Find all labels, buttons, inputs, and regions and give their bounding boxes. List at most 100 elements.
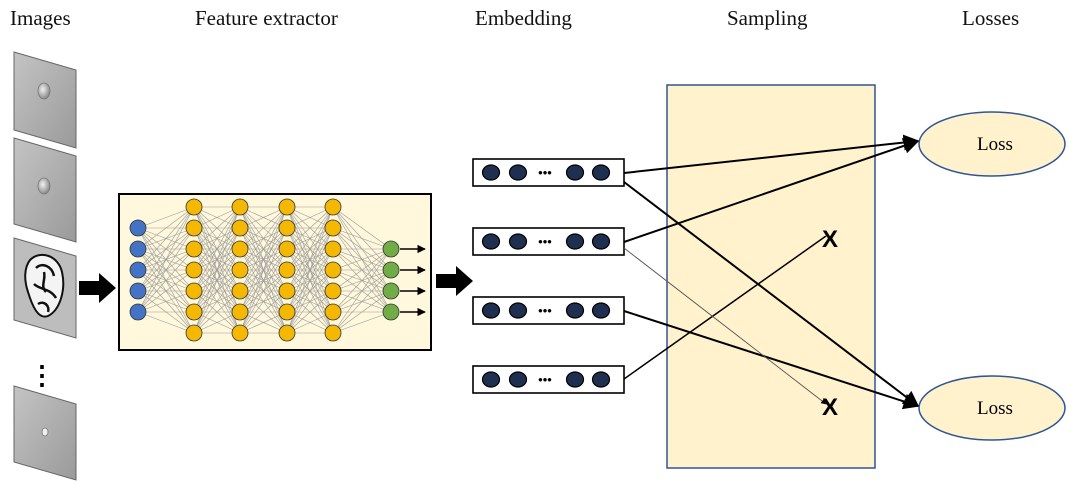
embedding-dot <box>481 371 501 388</box>
network-connection <box>137 206 195 271</box>
network-connection <box>286 206 334 229</box>
network-connection <box>286 248 334 334</box>
loss-bottom: Loss <box>918 375 1066 441</box>
network-connection <box>193 269 241 334</box>
images-ellipsis: ⋮ <box>29 361 55 390</box>
embedding3-to-bottom-loss <box>623 310 920 410</box>
network-connection <box>193 206 241 271</box>
header-losses: Losses <box>962 6 1020 30</box>
network-connection <box>239 206 288 250</box>
network-node <box>324 261 342 279</box>
network-node <box>278 240 296 258</box>
network-connection <box>137 248 195 313</box>
image-thumbnail <box>13 237 77 339</box>
image-thumbnail <box>13 137 77 243</box>
network-connection <box>239 206 288 313</box>
embedding-dot <box>508 164 528 181</box>
network-connection <box>239 311 288 334</box>
embedding-dot <box>591 371 611 388</box>
embedding2-to-rejected <box>623 247 827 405</box>
image-thumbnail <box>13 385 77 481</box>
embedding-dot <box>481 233 501 250</box>
network-connection <box>332 248 392 271</box>
embedding-dot <box>481 302 501 319</box>
network-node <box>231 219 249 237</box>
network-connection <box>137 227 195 313</box>
network-connection <box>332 248 392 334</box>
network-node <box>278 261 296 279</box>
network-connection <box>286 290 334 334</box>
embedding-vector: ••• <box>472 296 625 325</box>
sampling-connections <box>623 134 920 410</box>
loss-top-label: Loss <box>977 134 1013 155</box>
embedding-dot <box>508 233 528 250</box>
network-node <box>278 198 296 216</box>
network-node <box>324 324 342 342</box>
network-node <box>185 198 203 216</box>
network-node <box>324 240 342 258</box>
header-sampling: Sampling <box>727 6 808 30</box>
network-node <box>129 303 147 321</box>
network-connection <box>332 248 392 292</box>
loss-bottom-label: Loss <box>977 398 1013 419</box>
network-node <box>382 261 400 279</box>
network-connection <box>193 206 241 229</box>
network-connection <box>193 311 241 334</box>
network-connections <box>137 206 392 334</box>
network-node <box>185 240 203 258</box>
network-node <box>231 324 249 342</box>
network-node <box>324 303 342 321</box>
network-node <box>382 240 400 258</box>
network-connection <box>332 311 392 334</box>
network-connection <box>332 290 392 334</box>
network-node <box>278 282 296 300</box>
network-connection <box>193 248 241 334</box>
image-stack: ⋮ <box>13 51 77 481</box>
header-embedding: Embedding <box>475 6 572 30</box>
network-connection <box>137 311 195 334</box>
network-node <box>185 261 203 279</box>
embedding-vector: ••• <box>472 158 625 187</box>
network-node <box>185 282 203 300</box>
embedding-vector: ••• <box>472 365 625 394</box>
network-node <box>231 261 249 279</box>
embedding-dot <box>565 233 585 250</box>
network-connection <box>239 206 288 292</box>
network-connection <box>239 206 288 271</box>
network-connection <box>239 248 288 334</box>
network-node <box>278 324 296 342</box>
network-node <box>231 198 249 216</box>
network-connection <box>193 206 241 250</box>
network-node <box>324 198 342 216</box>
feature-extractor-box <box>118 193 432 351</box>
network-nodes <box>129 198 400 342</box>
network-connection <box>193 290 241 334</box>
network-connection <box>332 248 392 313</box>
network-connection <box>286 206 334 292</box>
network-node <box>278 219 296 237</box>
network-node <box>231 282 249 300</box>
network-connection <box>137 206 195 292</box>
network-output-arrows <box>400 244 426 317</box>
network-connection <box>332 227 392 250</box>
network-connection <box>239 290 288 334</box>
embedding-dot <box>565 371 585 388</box>
embedding-ellipsis: ••• <box>538 234 552 249</box>
network-node <box>129 219 147 237</box>
network-connection <box>239 269 288 334</box>
embedding-dot <box>591 164 611 181</box>
embedding-dot <box>565 302 585 319</box>
network-connection <box>286 206 334 250</box>
network-node <box>185 324 203 342</box>
embedding-ellipsis: ••• <box>538 165 552 180</box>
network-connection <box>193 206 241 292</box>
embedding-ellipsis: ••• <box>538 303 552 318</box>
network-node <box>129 240 147 258</box>
header-images: Images <box>10 6 71 30</box>
embedding-vector: ••• <box>472 227 625 256</box>
network-connection <box>239 227 288 334</box>
embedding4-to-rejected <box>623 235 827 380</box>
rejected-mark-top: X <box>822 226 838 253</box>
